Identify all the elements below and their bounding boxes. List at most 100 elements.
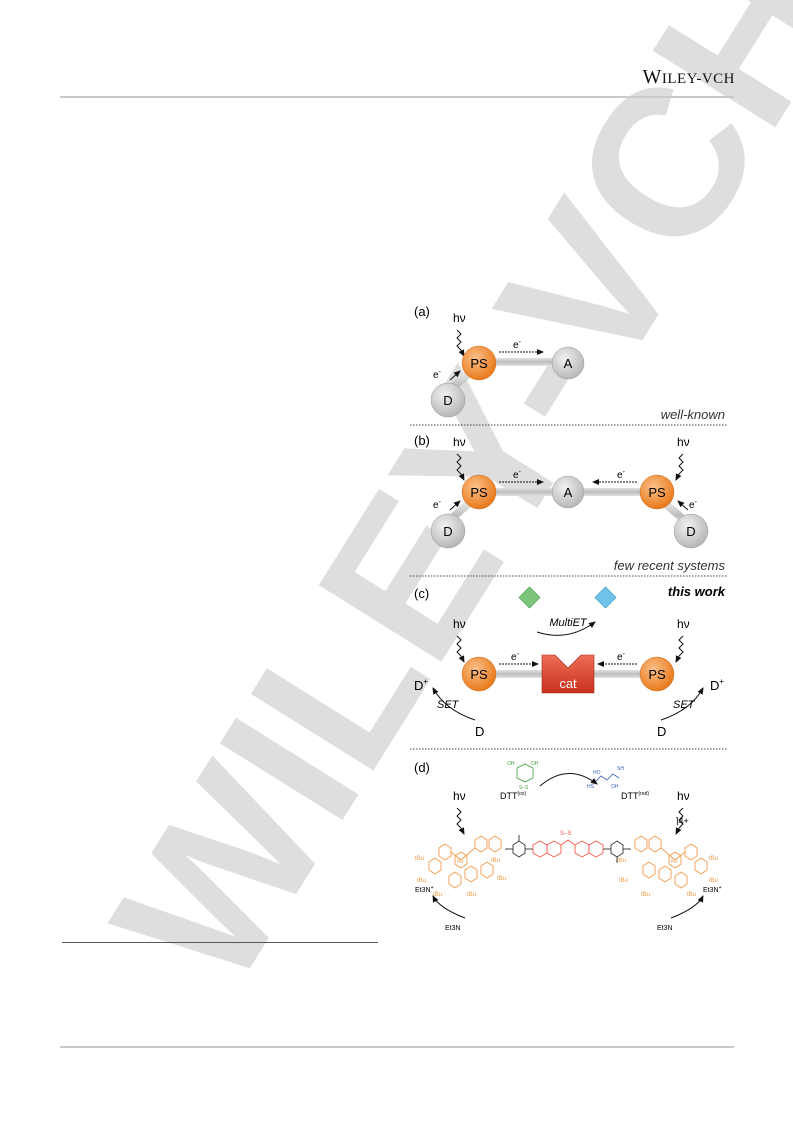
dtt-red-hs: HS xyxy=(587,784,595,790)
panel-b-light-arrow-left xyxy=(456,453,465,481)
panel-a-donor-label: D xyxy=(443,393,452,408)
header-rule xyxy=(60,96,734,98)
panel-b-light-arrow-right xyxy=(675,453,684,481)
linker-ss: S–S xyxy=(560,831,571,837)
panel-c: (c) this work MultiET hν hν PS PS cat e-… xyxy=(410,584,727,750)
footnote-rule xyxy=(62,942,378,943)
et3n-right: Et3N xyxy=(657,925,673,932)
panel-c-e-left: e- xyxy=(511,651,520,663)
panel-c-hv-right: hν xyxy=(677,617,690,631)
publisher-suffix: -VCH xyxy=(696,71,735,87)
panel-b-donor-arrow-left xyxy=(449,500,461,511)
panel-b-e-donor-left: e- xyxy=(433,499,442,511)
et3n-plus-right: Et3N+ xyxy=(703,885,722,894)
panel-a-donor-node xyxy=(430,382,466,418)
panel-b-hv-right: hν xyxy=(677,435,690,449)
tbu-left-1: tBu xyxy=(415,856,424,862)
panel-c-d-right: D xyxy=(657,724,666,739)
dtt-ox-oh-1: OH xyxy=(507,761,515,767)
panel-c-ps-left-label: PS xyxy=(470,667,488,682)
dtt-red-sh: SH xyxy=(617,766,624,772)
tbu-left-4: tBu xyxy=(497,876,506,882)
tbu-left-2: tBu xyxy=(491,858,500,864)
panel-a-acceptor-node xyxy=(551,346,585,380)
panel-b-ps-right-node xyxy=(639,474,675,510)
ru-complex-left xyxy=(428,835,502,889)
panel-c-multiet-arrow xyxy=(536,621,596,636)
panel-c-ps-left-node xyxy=(461,656,497,692)
tbu-left-5: tBu xyxy=(433,892,442,898)
et3n-arrow-right xyxy=(670,895,704,919)
tbu-right-2: tBu xyxy=(709,856,718,862)
panel-d: (d) OH OH S–S DTT(ox) HO SH HS OH DTT(re… xyxy=(414,760,722,932)
et3n-plus-left: Et3N+ xyxy=(415,885,434,894)
panel-c-bar-right xyxy=(593,670,643,678)
panel-c-set-arrow-left xyxy=(432,687,476,721)
panel-a-label: (a) xyxy=(414,304,430,319)
panel-a-caption: well-known xyxy=(661,407,725,422)
dtt-ox-oh-2: OH xyxy=(531,761,539,767)
panel-c-catalyst-label: cat xyxy=(559,676,577,691)
panel-b-bar-right xyxy=(583,488,643,496)
tbu-right-3: tBu xyxy=(619,878,628,884)
central-linker xyxy=(505,835,631,863)
panel-c-caption: this work xyxy=(668,584,726,599)
panel-b-hv-left: hν xyxy=(453,435,466,449)
panel-a-bar-ps-a xyxy=(493,358,553,366)
et3n-left: Et3N xyxy=(445,925,461,932)
panel-b-ps-left-label: PS xyxy=(470,485,488,500)
panel-d-light-arrow-right xyxy=(675,807,684,835)
panel-a-acceptor-label: A xyxy=(564,356,573,371)
panel-b-acceptor-node xyxy=(551,475,585,509)
panel-b-e-right: e- xyxy=(617,469,626,481)
dtt-conversion-arrow xyxy=(539,773,598,787)
panel-b-donor-arrow-right xyxy=(677,500,689,511)
panel-a-e-donor-label: e- xyxy=(433,369,442,381)
panel-c-bar-left xyxy=(493,670,543,678)
panel-d-hv-left: hν xyxy=(453,789,466,803)
panel-a-light-arrow xyxy=(456,329,465,357)
panel-a-hv: hν xyxy=(453,311,466,325)
publisher-cap: W xyxy=(642,66,662,88)
dtt-red-structure xyxy=(594,773,620,783)
panel-c-set-left: SET xyxy=(437,699,460,711)
panel-a-e-label: e- xyxy=(513,339,522,351)
panel-b-ps-right-label: PS xyxy=(648,485,666,500)
panel-c-label: (c) xyxy=(414,586,429,601)
panel-d-label: (d) xyxy=(414,760,430,775)
panel-c-blue-diamond xyxy=(594,586,617,609)
panel-c-set-right: SET xyxy=(673,699,696,711)
panel-c-light-arrow-right xyxy=(675,635,684,663)
panel-a-ps-node xyxy=(461,345,497,381)
panel-b-donor-left-label: D xyxy=(443,524,452,539)
panel-b-caption: few recent systems xyxy=(614,558,726,573)
dtt-ox-structure xyxy=(516,763,534,783)
panel-a: (a) hν PS A D e- e- well-known xyxy=(410,304,727,426)
dtt-ox-ss: S–S xyxy=(519,785,529,791)
dtt-red-oh: OH xyxy=(611,784,619,790)
footer-rule xyxy=(60,1046,734,1048)
panel-c-catalyst xyxy=(541,654,595,694)
ru-complex-right xyxy=(634,835,708,889)
panel-c-e-right: e- xyxy=(617,651,626,663)
et3n-arrow-left xyxy=(432,895,466,919)
panel-c-green-diamond xyxy=(518,586,541,609)
scheme-figure: (a) hν PS A D e- e- well-known (b) hν hν… xyxy=(405,300,735,940)
tbu-right-6: tBu xyxy=(687,892,696,898)
panel-c-ps-right-label: PS xyxy=(648,667,666,682)
panel-a-ps-label: PS xyxy=(470,356,488,371)
publisher-upper: ILEY xyxy=(661,71,697,87)
panel-c-dplus-left: D+ xyxy=(414,677,428,693)
dtt-red-label: DTT(red) xyxy=(621,791,649,801)
panel-b-bar-left xyxy=(493,488,553,496)
panel-d-hv-right: hν xyxy=(677,789,690,803)
tbu-right-1: tBu xyxy=(617,858,626,864)
panel-b-e-left: e- xyxy=(513,469,522,481)
panel-c-d-left: D xyxy=(475,724,484,739)
ru-left-label: Ru xyxy=(457,859,464,865)
dtt-red-ho: HO xyxy=(593,770,601,776)
panel-c-ps-right-node xyxy=(639,656,675,692)
panel-c-set-arrow-right xyxy=(660,687,704,721)
panel-c-multiet-label: MultiET xyxy=(549,617,588,629)
tbu-left-6: tBu xyxy=(467,892,476,898)
